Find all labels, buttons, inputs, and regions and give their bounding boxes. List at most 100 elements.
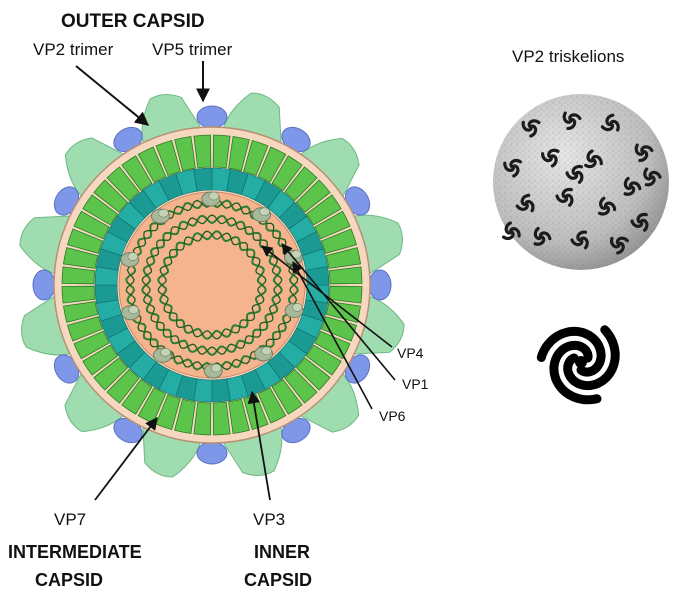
outer-capsid-label: OUTER CAPSID — [61, 11, 205, 32]
vp7-subunit — [73, 330, 110, 360]
triskelion-mark — [584, 149, 603, 169]
triskelion-mark-stroke — [521, 119, 541, 138]
vp5-trimer — [32, 269, 56, 301]
vp5-trimer-label: VP5 trimer — [152, 40, 233, 59]
triskelion-mark-stroke — [600, 113, 620, 132]
transcription-complex-part — [127, 252, 139, 261]
transcription-complex-part — [160, 347, 171, 357]
vp7-subunit — [63, 301, 99, 323]
vp3-subunit — [193, 167, 213, 192]
transcription-complex-part — [208, 191, 220, 201]
transcription-complex-part — [158, 208, 169, 218]
triskelion-mark-stroke — [643, 167, 662, 187]
transcription-complex-part — [128, 305, 139, 315]
vp7-subunit — [63, 247, 99, 269]
vp7-subunit — [228, 398, 250, 434]
vp6-arrow — [292, 261, 373, 410]
vp7-subunit — [193, 401, 212, 436]
rna-strand — [141, 214, 283, 355]
triskelion-marks — [501, 111, 662, 255]
vp7-subunit — [121, 378, 153, 415]
triskelion-mark-stroke — [565, 164, 584, 184]
vp4-label: VP4 — [397, 345, 424, 361]
triskelion-mark-stroke — [630, 212, 649, 232]
vp7-subunit — [106, 166, 140, 202]
triskelion-mark-stroke — [533, 226, 552, 246]
vp7-subunit — [212, 134, 231, 169]
triskelion-mark-stroke — [634, 143, 654, 163]
vp7-subunit — [121, 155, 153, 192]
intermediate-capsid-label-line2: CAPSID — [35, 570, 103, 590]
triskelion-mark — [515, 193, 535, 213]
triskelion-mark — [597, 196, 617, 216]
vp7-subunit — [271, 378, 303, 415]
triskelion-mark-stroke — [501, 221, 521, 241]
vp7-subunit — [320, 228, 357, 254]
vp7-subunit — [67, 228, 104, 254]
triskelion-mark — [634, 143, 654, 163]
triskelion-mark-stroke — [515, 193, 535, 213]
dsrna-genome — [125, 198, 299, 372]
triskelion-mark — [565, 164, 584, 184]
vp7-subunit — [137, 146, 167, 183]
triskelion-mark — [609, 236, 629, 255]
vp5-trimer — [368, 269, 392, 301]
vp7-subunit — [155, 393, 181, 430]
vp7-arrow — [94, 416, 158, 501]
vp7-subunit — [82, 344, 119, 376]
intermediate-capsid-label-line1: INTERMEDIATE — [8, 542, 142, 562]
transcription-complex-part — [210, 363, 222, 373]
vp6-label: VP6 — [379, 408, 406, 424]
triskelion-mark-stroke — [609, 236, 629, 255]
triskelion-mark — [521, 119, 541, 138]
vp7-subunit — [228, 136, 250, 172]
vp7-subunit — [82, 194, 119, 226]
inner-capsid-label-line1: INNER — [254, 542, 310, 562]
vp7-subunit — [93, 357, 129, 391]
triskelion-mark — [540, 148, 560, 168]
vp7-subunit — [155, 140, 181, 177]
virion-cross-section — [19, 92, 405, 478]
triskelion-mark — [570, 230, 589, 250]
vp3-subunit — [94, 284, 119, 304]
triskelion-mark-stroke — [540, 148, 560, 168]
vp7-subunit — [174, 398, 196, 434]
vp7-subunit — [295, 179, 331, 213]
transcription-complex-part — [261, 346, 272, 356]
vp7-subunit — [257, 146, 287, 183]
transcription-complex-part — [291, 303, 303, 312]
transcription-complexes — [120, 191, 304, 379]
vp7-subunit — [305, 194, 342, 226]
triskelion-mark — [600, 113, 620, 132]
vp4-arrow — [261, 245, 393, 348]
vp3-inner-layer — [94, 167, 330, 403]
vp7-subunit — [328, 285, 363, 304]
triskelion-mark — [643, 167, 662, 187]
vp3-arrow — [247, 390, 271, 501]
inner-capsid-label-line2: CAPSID — [244, 570, 312, 590]
triskelion-mark — [555, 187, 574, 207]
vp7-subunit — [243, 140, 269, 177]
triskelion-icon — [536, 325, 620, 405]
vp7-subunit — [284, 368, 318, 404]
vp7-subunit — [295, 357, 331, 391]
triskelion-mark — [623, 176, 642, 196]
triskelion-mark-stroke — [570, 230, 589, 250]
vp5-trimer — [196, 441, 228, 465]
vp7-subunit — [305, 344, 342, 376]
vp7-subunit — [61, 285, 96, 304]
vp3-subunit — [211, 378, 231, 403]
vp2-triskelion-sphere — [493, 94, 669, 270]
vp2-trimer-label: VP2 trimer — [33, 40, 114, 59]
vp7-subunit — [174, 136, 196, 172]
vp7-subunit — [314, 210, 351, 240]
vp2-triskelions-label: VP2 triskelions — [512, 47, 624, 66]
rna-strand — [157, 230, 267, 340]
triskelion-mark-stroke — [503, 158, 522, 178]
vp7-subunit — [271, 155, 303, 192]
vp7-subunit — [93, 179, 129, 213]
triskelion-mark — [501, 221, 521, 241]
triskelion-mark — [533, 226, 552, 246]
vp7-subunit — [106, 368, 140, 404]
